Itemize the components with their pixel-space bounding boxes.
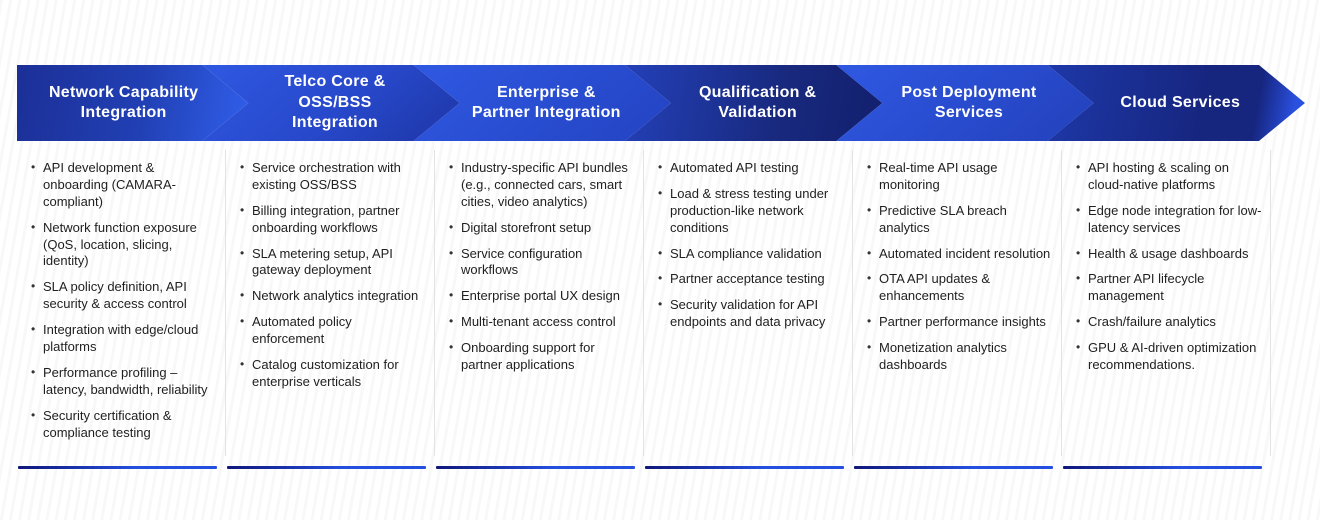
bullet-list: API hosting & scaling on cloud-native pl… <box>1075 160 1262 374</box>
list-item: OTA API updates & enhancements <box>866 271 1053 305</box>
list-item: Digital storefront setup <box>448 220 635 237</box>
bullet-list: Industry-specific API bundles (e.g., con… <box>448 160 635 374</box>
list-item: GPU & AI-driven optimization recommendat… <box>1075 340 1262 374</box>
list-item: Edge node integration for low-latency se… <box>1075 203 1262 237</box>
list-item: Industry-specific API bundles (e.g., con… <box>448 160 635 211</box>
stage-column-telco-core-oss-bss-integration: Service orchestration with existing OSS/… <box>226 150 435 456</box>
stage-column-network-capability-integration: API development & onboarding (CAMARA-com… <box>17 150 226 456</box>
list-item: Partner acceptance testing <box>657 271 844 288</box>
list-item: Onboarding support for partner applicati… <box>448 340 635 374</box>
bullet-list: Automated API testingLoad & stress testi… <box>657 160 844 331</box>
list-item: SLA compliance validation <box>657 246 844 263</box>
column-underlines <box>17 466 1271 470</box>
stage-title: Telco Core & OSS/BSS Integration <box>284 73 386 132</box>
column-underline <box>436 466 635 469</box>
list-item: Catalog customization for enterprise ver… <box>239 357 426 391</box>
stage-column-enterprise-partner-integration: Industry-specific API bundles (e.g., con… <box>435 150 644 456</box>
column-underline <box>18 466 217 469</box>
stage-chevron-telco-core-oss-bss-integration: Telco Core & OSS/BSS Integration <box>202 65 459 141</box>
process-flow-banner: Network Capability Integration Telco Cor… <box>17 65 1305 141</box>
list-item: Enterprise portal UX design <box>448 288 635 305</box>
list-item: Predictive SLA breach analytics <box>866 203 1053 237</box>
list-item: Partner performance insights <box>866 314 1053 331</box>
bullet-list: Service orchestration with existing OSS/… <box>239 160 426 391</box>
stage-column-post-deployment-services: Real-time API usage monitoringPredictive… <box>853 150 1062 456</box>
list-item: Network analytics integration <box>239 288 426 305</box>
stage-column-qualification-validation: Automated API testingLoad & stress testi… <box>644 150 853 456</box>
column-underline <box>645 466 844 469</box>
list-item: Billing integration, partner onboarding … <box>239 203 426 237</box>
list-item: Integration with edge/cloud platforms <box>30 322 217 356</box>
list-item: Crash/failure analytics <box>1075 314 1262 331</box>
column-underline <box>1063 466 1262 469</box>
stage-column-cloud-services: API hosting & scaling on cloud-native pl… <box>1062 150 1271 456</box>
list-item: Performance profiling – latency, bandwid… <box>30 365 217 399</box>
list-item: Partner API lifecycle management <box>1075 271 1262 305</box>
bullet-list: API development & onboarding (CAMARA-com… <box>30 160 217 441</box>
stage-title: Enterprise & Partner Integration <box>471 83 621 121</box>
list-item: Automated API testing <box>657 160 844 177</box>
stage-details-grid: API development & onboarding (CAMARA-com… <box>17 150 1271 456</box>
stage-title: Post Deployment Services <box>901 83 1037 121</box>
list-item: Automated policy enforcement <box>239 314 426 348</box>
stage-title: Cloud Services <box>1120 93 1241 111</box>
list-item: SLA metering setup, API gateway deployme… <box>239 246 426 280</box>
list-item: Security validation for API endpoints an… <box>657 297 844 331</box>
list-item: Multi-tenant access control <box>448 314 635 331</box>
list-item: API development & onboarding (CAMARA-com… <box>30 160 217 211</box>
list-item: API hosting & scaling on cloud-native pl… <box>1075 160 1262 194</box>
column-underline <box>854 466 1053 469</box>
list-item: Load & stress testing under production-l… <box>657 186 844 237</box>
list-item: Service configuration workflows <box>448 246 635 280</box>
list-item: Automated incident resolution <box>866 246 1053 263</box>
list-item: Health & usage dashboards <box>1075 246 1262 263</box>
list-item: Service orchestration with existing OSS/… <box>239 160 426 194</box>
list-item: Network function exposure (QoS, location… <box>30 220 217 271</box>
list-item: Security certification & compliance test… <box>30 408 217 442</box>
stage-title: Qualification & Validation <box>698 83 817 121</box>
list-item: SLA policy definition, API security & ac… <box>30 279 217 313</box>
bullet-list: Real-time API usage monitoringPredictive… <box>866 160 1053 374</box>
stage-title: Network Capability Integration <box>48 83 199 121</box>
list-item: Real-time API usage monitoring <box>866 160 1053 194</box>
stage-chevron-network-capability-integration: Network Capability Integration <box>17 65 248 141</box>
list-item: Monetization analytics dashboards <box>866 340 1053 374</box>
column-underline <box>227 466 426 469</box>
